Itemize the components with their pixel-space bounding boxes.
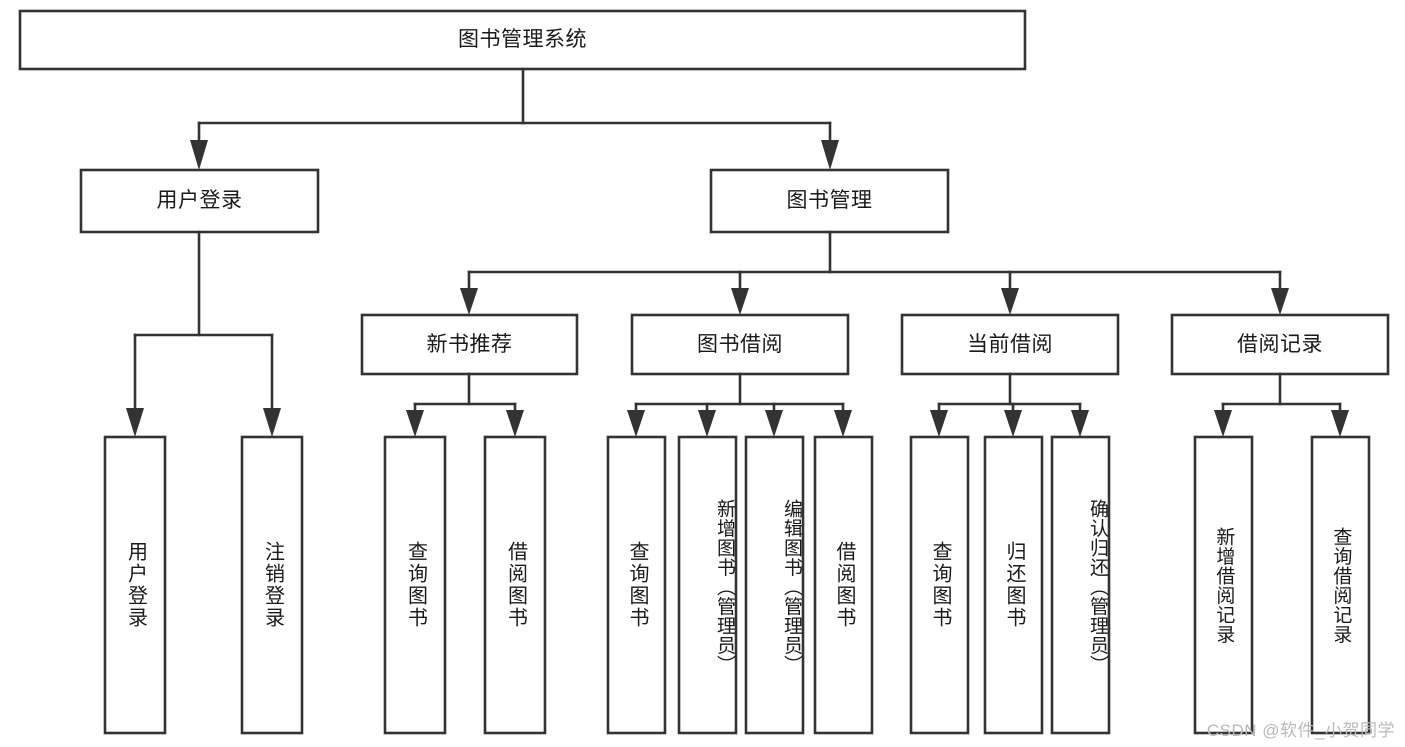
node-box-user-login[interactable] [79, 168, 320, 234]
arrow-head-leaf-user-login [126, 408, 144, 437]
node-box-leaf-query-book-3[interactable] [909, 435, 970, 735]
arrow-head-borrow-record [1271, 288, 1289, 315]
connectors-book-manage [460, 230, 1289, 315]
node-box-leaf-query-record[interactable] [1310, 435, 1371, 735]
connectors-root [190, 67, 839, 170]
node-box-root[interactable] [18, 9, 1027, 71]
node-box-leaf-return-book[interactable] [983, 435, 1044, 735]
node-box-leaf-borrow-book-1[interactable] [483, 435, 547, 735]
arrow-head-leaf-add-record [1214, 410, 1232, 437]
connectors-borrow-record [1214, 372, 1349, 437]
arrow-head-leaf-borrow-book-2 [834, 410, 852, 437]
arrow-head-new-book-recommend [460, 288, 478, 315]
node-box-book-manage[interactable] [709, 168, 950, 234]
arrow-head-leaf-query-book-2 [627, 410, 645, 437]
node-box-current-borrow[interactable] [900, 313, 1120, 376]
node-box-leaf-add-book[interactable] [677, 435, 738, 735]
connectors-new-book-recommend [406, 372, 524, 437]
node-box-leaf-user-login[interactable] [103, 435, 167, 735]
connectors-user-login [126, 230, 281, 437]
node-box-leaf-borrow-book-2[interactable] [813, 435, 874, 735]
node-box-new-book-recommend[interactable] [360, 313, 579, 376]
connectors-book-borrow [627, 372, 852, 437]
arrow-head-book-manage [821, 140, 839, 170]
arrow-head-leaf-borrow-book-1 [506, 410, 524, 437]
node-box-book-borrow[interactable] [630, 313, 850, 376]
arrow-head-leaf-edit-book [765, 410, 783, 437]
node-box-borrow-record[interactable] [1170, 313, 1390, 376]
node-box-leaf-confirm-return[interactable] [1050, 435, 1111, 735]
node-box-leaf-add-record[interactable] [1193, 435, 1254, 735]
arrow-head-leaf-add-book [698, 410, 716, 437]
arrow-head-leaf-logout [263, 408, 281, 437]
node-boxes [18, 9, 1390, 735]
arrow-head-current-borrow [1001, 288, 1019, 315]
arrow-head-leaf-return-book [1004, 410, 1022, 437]
arrow-head-leaf-query-record [1331, 410, 1349, 437]
arrow-head-user-login [190, 140, 208, 170]
csdn-watermark: CSDN @软件_小贺同学 [1206, 721, 1395, 740]
node-box-leaf-query-book-2[interactable] [606, 435, 667, 735]
node-box-leaf-edit-book[interactable] [744, 435, 805, 735]
node-box-leaf-logout[interactable] [240, 435, 304, 735]
arrow-head-leaf-confirm-return [1071, 410, 1089, 437]
node-box-leaf-query-book-1[interactable] [383, 435, 447, 735]
arrow-head-leaf-query-book-1 [406, 410, 424, 437]
arrow-head-leaf-query-book-3 [930, 410, 948, 437]
connectors-current-borrow [930, 372, 1089, 437]
arrow-head-book-borrow [731, 288, 749, 315]
